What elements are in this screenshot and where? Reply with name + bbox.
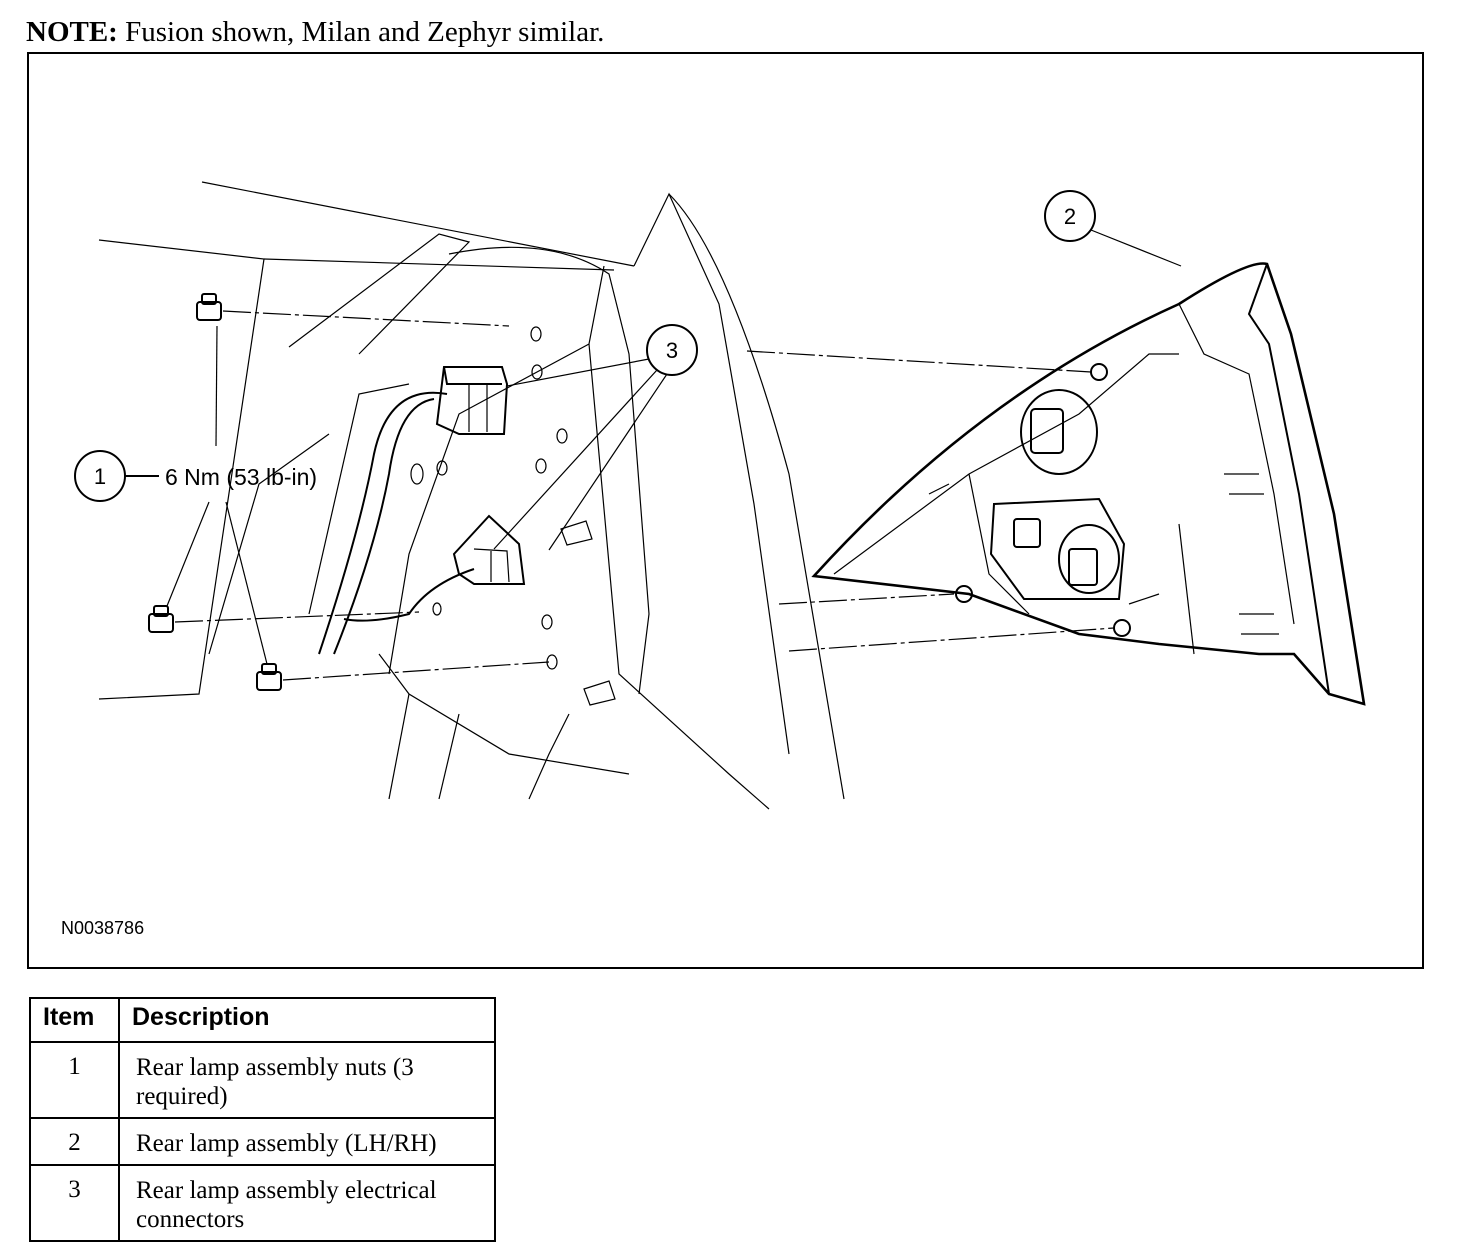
nut-lower xyxy=(256,663,282,691)
diagram-figure: 1 6 Nm (53 lb-in) 2 3 N0038786 xyxy=(27,52,1424,969)
note-text: Fusion shown, Milan and Zephyr similar. xyxy=(125,16,605,48)
callout-2-number: 2 xyxy=(1064,204,1076,229)
rear-lamp-diagram: 1 6 Nm (53 lb-in) 2 3 xyxy=(74,181,1366,810)
figure-id: N0038786 xyxy=(61,918,145,938)
legend-table: Item Description 1 Rear lamp assembly nu… xyxy=(29,997,496,1242)
legend-item-number: 1 xyxy=(29,1041,120,1119)
callout-1-torque: 6 Nm (53 lb-in) xyxy=(165,464,317,490)
legend-row: 2 Rear lamp assembly (LH/RH) xyxy=(29,1117,496,1166)
callout-3: 3 xyxy=(493,324,698,551)
legend-item-number: 2 xyxy=(29,1117,120,1166)
legend-row: 1 Rear lamp assembly nuts (3 required) xyxy=(29,1041,496,1119)
rear-lamp-assembly xyxy=(811,262,1366,706)
legend-item-description: Rear lamp assembly nuts (3 required) xyxy=(118,1041,496,1119)
legend-header-row: Item Description xyxy=(29,997,496,1043)
callout-1: 1 6 Nm (53 lb-in) xyxy=(74,325,317,665)
legend-item-description: Rear lamp assembly electrical connectors xyxy=(118,1164,496,1242)
alignment-lines xyxy=(174,310,1115,681)
callout-3-number: 3 xyxy=(666,338,678,363)
legend-row: 3 Rear lamp assembly electrical connecto… xyxy=(29,1164,496,1242)
callout-2: 2 xyxy=(1044,190,1182,267)
callout-1-number: 1 xyxy=(94,464,106,489)
body-panel xyxy=(98,181,845,810)
legend-header-description: Description xyxy=(118,997,496,1043)
electrical-connector-lower xyxy=(452,514,526,585)
legend-item-number: 3 xyxy=(29,1164,120,1242)
legend-header-item: Item xyxy=(29,997,120,1043)
electrical-connector-upper xyxy=(435,366,509,435)
nut-upper xyxy=(196,293,222,321)
note-label: NOTE: xyxy=(26,16,118,48)
note-line: NOTE: Fusion shown, Milan and Zephyr sim… xyxy=(26,14,604,50)
legend-item-description: Rear lamp assembly (LH/RH) xyxy=(118,1117,496,1166)
nut-middle xyxy=(148,605,174,633)
